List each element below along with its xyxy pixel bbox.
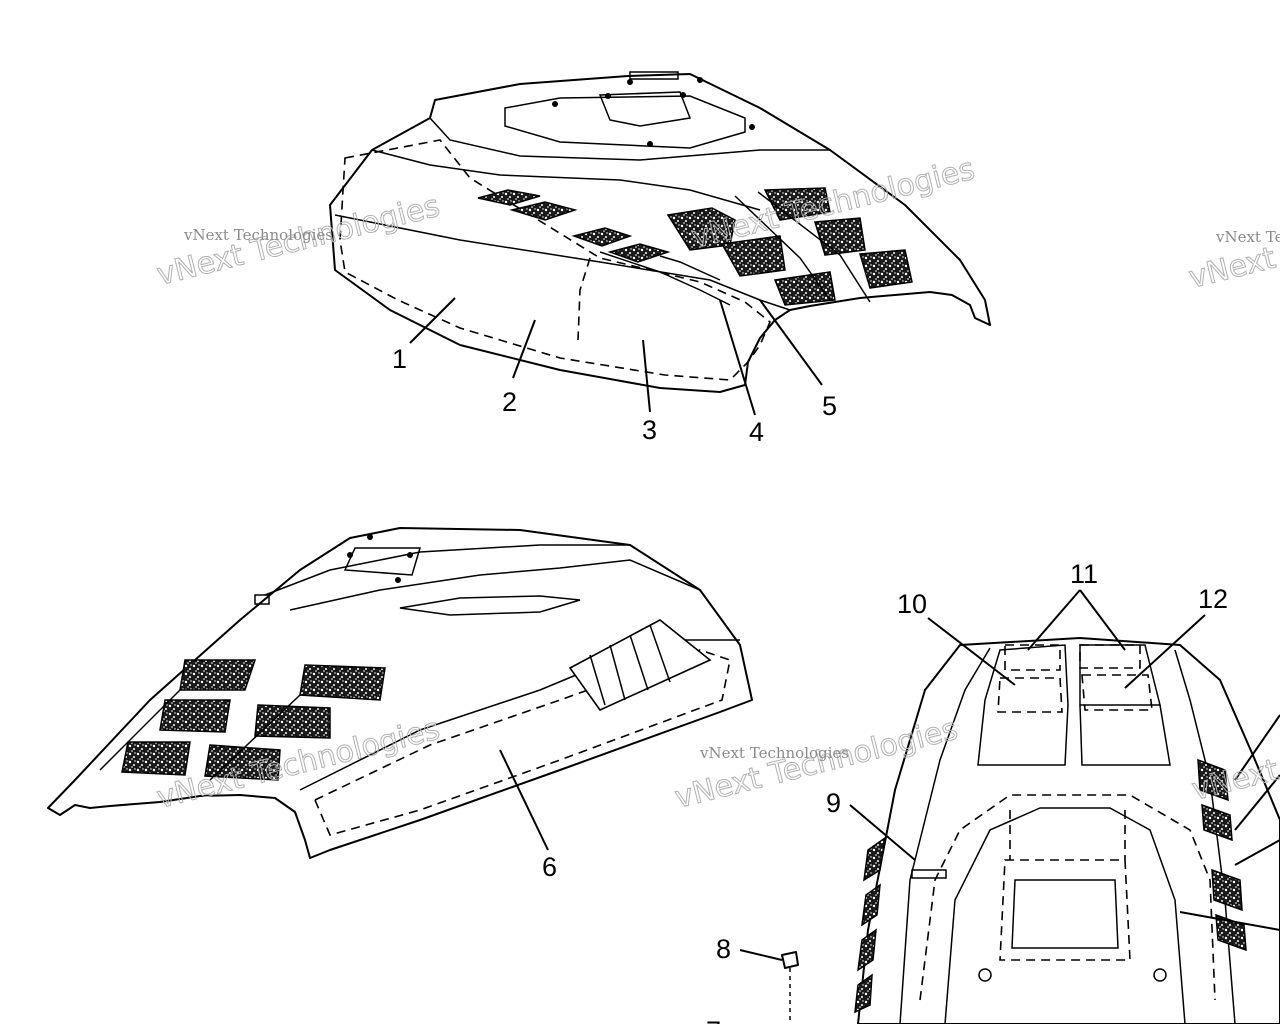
watermark-text: vNext Technologies [183,226,333,244]
callout-9: 9 [826,788,841,818]
callout-5: 5 [822,391,837,421]
callout-11: 11 [1070,559,1098,589]
callout-labels: 1 2 3 4 5 6 7 8 9 10 11 12 [392,344,1228,1024]
callout-1: 1 [392,344,407,374]
watermark-text: vNext Technologies [1215,228,1280,246]
watermark-outline: vNext Technologies [671,712,961,816]
watermark-text: vNext Technologies [699,744,849,762]
callout-4: 4 [749,417,764,447]
hood-front-view [781,637,1280,1024]
hood-top-view [329,71,991,393]
hood-side-view [47,527,753,859]
callout-6: 6 [542,852,557,882]
callout-3: 3 [642,415,657,445]
callout-8: 8 [716,934,731,964]
leader-lines [409,297,1280,961]
callout-2: 2 [502,387,517,417]
callout-12: 12 [1198,584,1228,614]
callout-7: 7 [706,1016,721,1024]
callout-10: 10 [897,589,927,619]
